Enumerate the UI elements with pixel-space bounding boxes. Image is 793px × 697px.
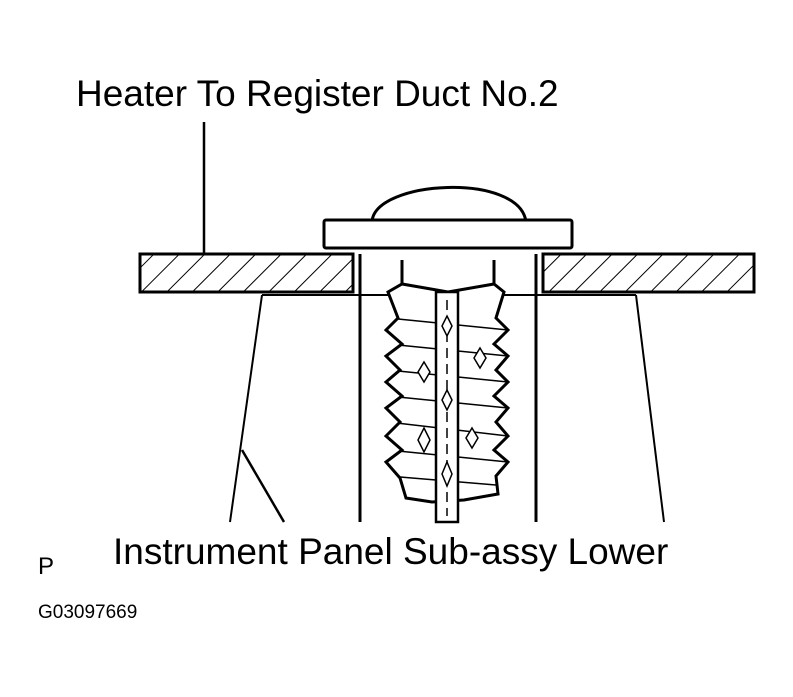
figure-code-label: G03097669	[38, 602, 137, 623]
clip-legs	[400, 260, 496, 286]
duct-label: Heater To Register Duct No.2	[76, 73, 559, 114]
clip-head	[322, 186, 574, 250]
clip-center-pin	[434, 290, 460, 524]
panel-label: Instrument Panel Sub-assy Lower	[113, 531, 668, 572]
duct-plate	[138, 252, 756, 294]
panel-boss	[351, 254, 545, 522]
view-marker-label: P	[38, 553, 54, 580]
leader-lines	[202, 122, 286, 523]
panel-leader-line	[240, 449, 286, 523]
